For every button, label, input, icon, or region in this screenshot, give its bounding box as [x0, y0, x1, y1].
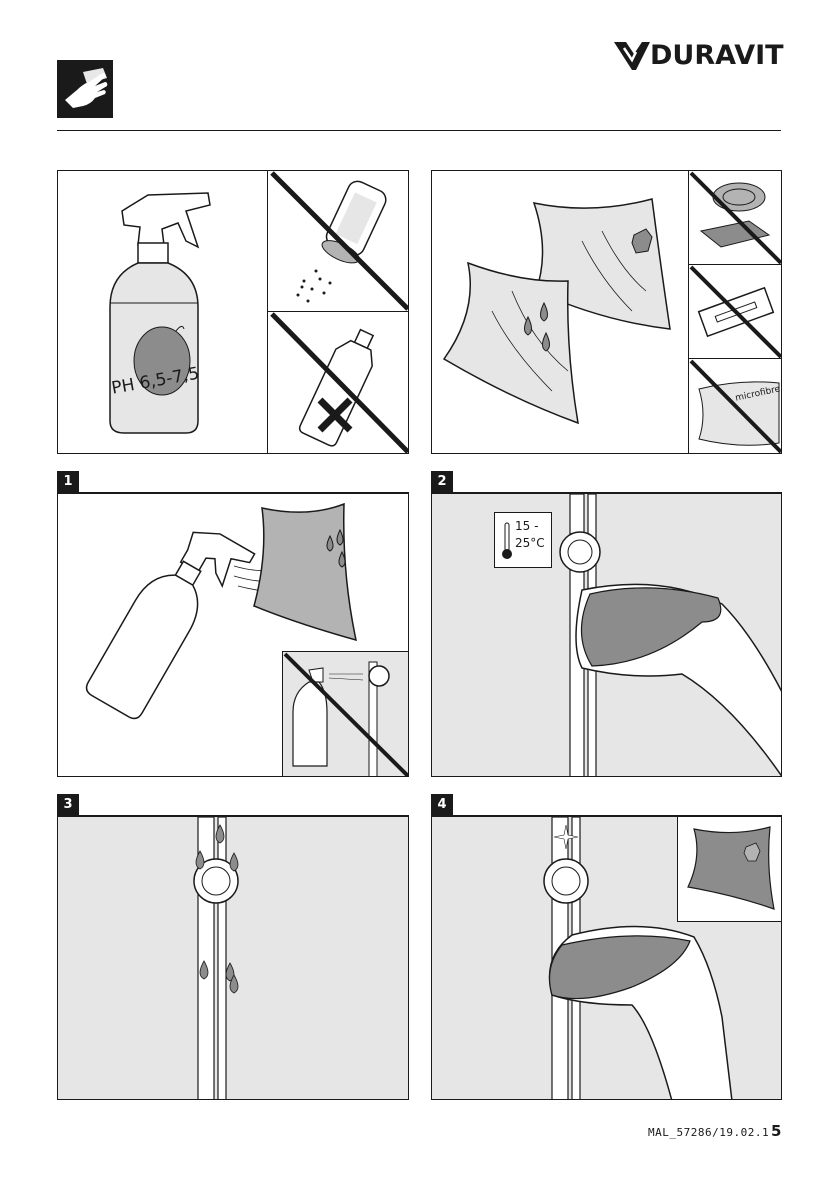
temperature-callout: 15 - 25°C — [494, 512, 552, 568]
step-4-badge: 4 — [431, 794, 453, 816]
forbidden-microfibre-box: microfibre — [688, 359, 782, 454]
step-1-badge: 1 — [57, 471, 79, 493]
cloths-illustration — [432, 171, 688, 454]
thermometer-icon — [500, 521, 514, 561]
document-code: MAL_57286/19.02.1 — [648, 1126, 769, 1139]
page-number: 5 — [771, 1122, 781, 1140]
soft-cloth-icon — [678, 817, 782, 922]
wipe-shower-illustration — [432, 494, 782, 777]
step-2-badge: 2 — [431, 471, 453, 493]
panel-step-3 — [57, 816, 409, 1100]
panel-cleaning-agent: PH 6,5-7,5 — [57, 170, 409, 454]
panel-step-1 — [57, 493, 409, 777]
scourer-sponge-icon — [689, 171, 782, 265]
no-direct-spray-icon — [283, 652, 409, 777]
step-3-badge: 3 — [57, 794, 79, 816]
forbidden-bottle-box — [267, 312, 409, 454]
forbidden-cleaner-icon — [268, 312, 409, 454]
header-icon-box — [57, 60, 113, 118]
temperature-line-1: 15 - — [515, 519, 538, 533]
forbidden-blade-box — [688, 265, 782, 359]
powder-shaker-icon — [268, 171, 409, 312]
header-rule — [57, 130, 781, 131]
microfibre-cloth-icon — [689, 359, 782, 454]
cleaning-hand-icon — [57, 60, 113, 118]
dry-cloth-inset — [677, 817, 782, 922]
razor-blade-icon — [689, 265, 782, 359]
brand-logo: DURAVIT — [612, 38, 782, 74]
panel-step-4 — [431, 816, 782, 1100]
brand-name: DURAVIT — [650, 40, 784, 71]
forbidden-direct-spray-box — [282, 651, 409, 777]
panel-step-2: 15 - 25°C — [431, 493, 782, 777]
rinse-shower-illustration — [58, 817, 409, 1100]
spray-bottle-illustration — [58, 171, 268, 454]
temperature-line-2: 25°C — [515, 536, 545, 550]
panel-cloth: microfibre — [431, 170, 782, 454]
duravit-logo-mark — [612, 38, 652, 74]
forbidden-powder-box — [267, 171, 409, 312]
forbidden-scourer-box — [688, 171, 782, 265]
